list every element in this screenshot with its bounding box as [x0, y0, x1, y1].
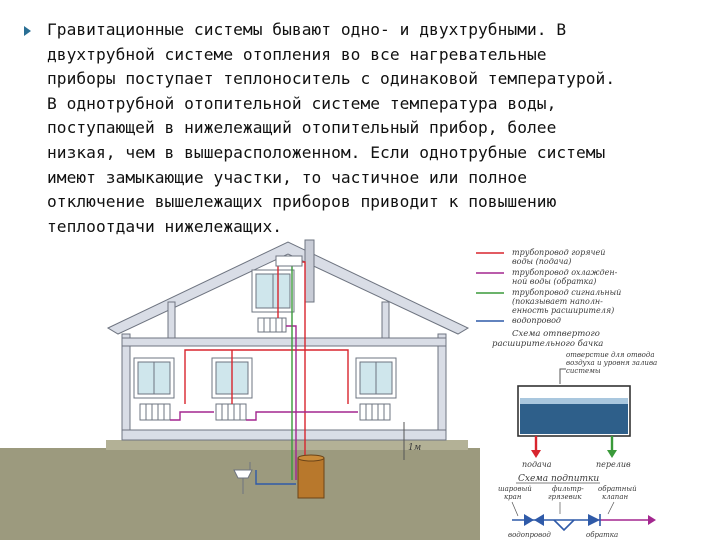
- hookup-label: шаровый: [498, 485, 532, 493]
- tank-scheme-title: расширительного бачка: [492, 338, 603, 349]
- radiator-left: [139, 403, 171, 421]
- hookup-label: грязевик: [548, 493, 582, 501]
- text-line: двухтрубной системе отопления во все наг…: [47, 44, 547, 64]
- radiator-right: [359, 403, 391, 421]
- legend-text: трубопровод сигнальный: [512, 288, 621, 297]
- window-attic: [251, 269, 295, 313]
- hookup-label: водопровод: [508, 531, 551, 539]
- legend-text: енность расширителя): [512, 306, 614, 315]
- check-valve-icon: [588, 514, 601, 526]
- foundation: [106, 440, 468, 450]
- hookup-label: клапан: [602, 493, 628, 501]
- tank-scheme-title: Схема отпвертого: [512, 329, 600, 339]
- hookup-leader: [511, 501, 519, 517]
- tank-caption: отверстие для отвода: [566, 351, 655, 359]
- hookup-title: Схема подпитки: [518, 474, 599, 484]
- ground-strip: [0, 448, 480, 540]
- tank-overflow-arrow-icon: [607, 450, 617, 458]
- tank-caption: воздуха и уровня залива: [566, 359, 657, 367]
- text-line: поступающей в нижележащий отопительный п…: [47, 118, 557, 138]
- tank-supply-label: подача: [522, 460, 552, 469]
- house-structure: [106, 239, 470, 441]
- tank-vent-pipe: [559, 368, 566, 384]
- legend-text: водопровод: [512, 316, 561, 325]
- drain-pipe: [255, 470, 296, 485]
- text-line: Гравитационные системы бывают одно- и дв…: [47, 20, 567, 39]
- paragraph-text: Гравитационные системы бывают одно- и дв…: [47, 18, 707, 239]
- hookup-label: обратка: [586, 531, 618, 539]
- legend: трубопровод горячей воды (подача) трубоп…: [476, 248, 621, 325]
- legend-text: трубопровод охлажден-: [512, 268, 618, 277]
- radiator-attic: [257, 317, 287, 333]
- hookup-label: обратный: [598, 485, 637, 493]
- text-line: имеют замыкающие участки, то частичное и…: [47, 167, 527, 187]
- boiler: [297, 454, 325, 499]
- hookup-label: фильтр-: [552, 485, 584, 493]
- text-line: отключение вышележащих приборов приводит…: [47, 192, 557, 212]
- hookup-leader: [607, 501, 615, 515]
- text-line: В однотрубной отопительной системе темпе…: [47, 93, 557, 113]
- tank-supply-arrow-icon: [531, 450, 541, 458]
- text-line: теплоотдачи нижележащих.: [47, 216, 283, 236]
- legend-text: трубопровод горячей: [512, 248, 605, 257]
- sink: [233, 462, 253, 494]
- return-pipe: [170, 325, 358, 480]
- tank-caption: системы: [566, 367, 601, 375]
- window-right: [355, 357, 397, 399]
- expansion-tank: [517, 385, 631, 437]
- ball-valve-icon: [524, 514, 544, 526]
- hookup-label: кран: [504, 493, 522, 501]
- height-label: 1м: [408, 443, 421, 453]
- text-line: приборы поступает теплоноситель с одинак…: [47, 69, 616, 89]
- legend-text: (показывает наполн-: [512, 297, 603, 306]
- tank-overflow-label: перелив: [596, 460, 631, 469]
- hookup-return-arrow-icon: [648, 515, 656, 525]
- bullet-arrow-icon: [24, 26, 31, 36]
- radiator-middle: [215, 403, 247, 421]
- attic-expansion-tank: [275, 255, 303, 267]
- text-line: низкая, чем в вышерасположенном. Если од…: [47, 142, 606, 162]
- legend-text: ной воды (обратка): [512, 277, 596, 286]
- filter-strainer-icon: [553, 519, 575, 532]
- window-left: [133, 357, 175, 399]
- legend-text: воды (подача): [512, 257, 571, 266]
